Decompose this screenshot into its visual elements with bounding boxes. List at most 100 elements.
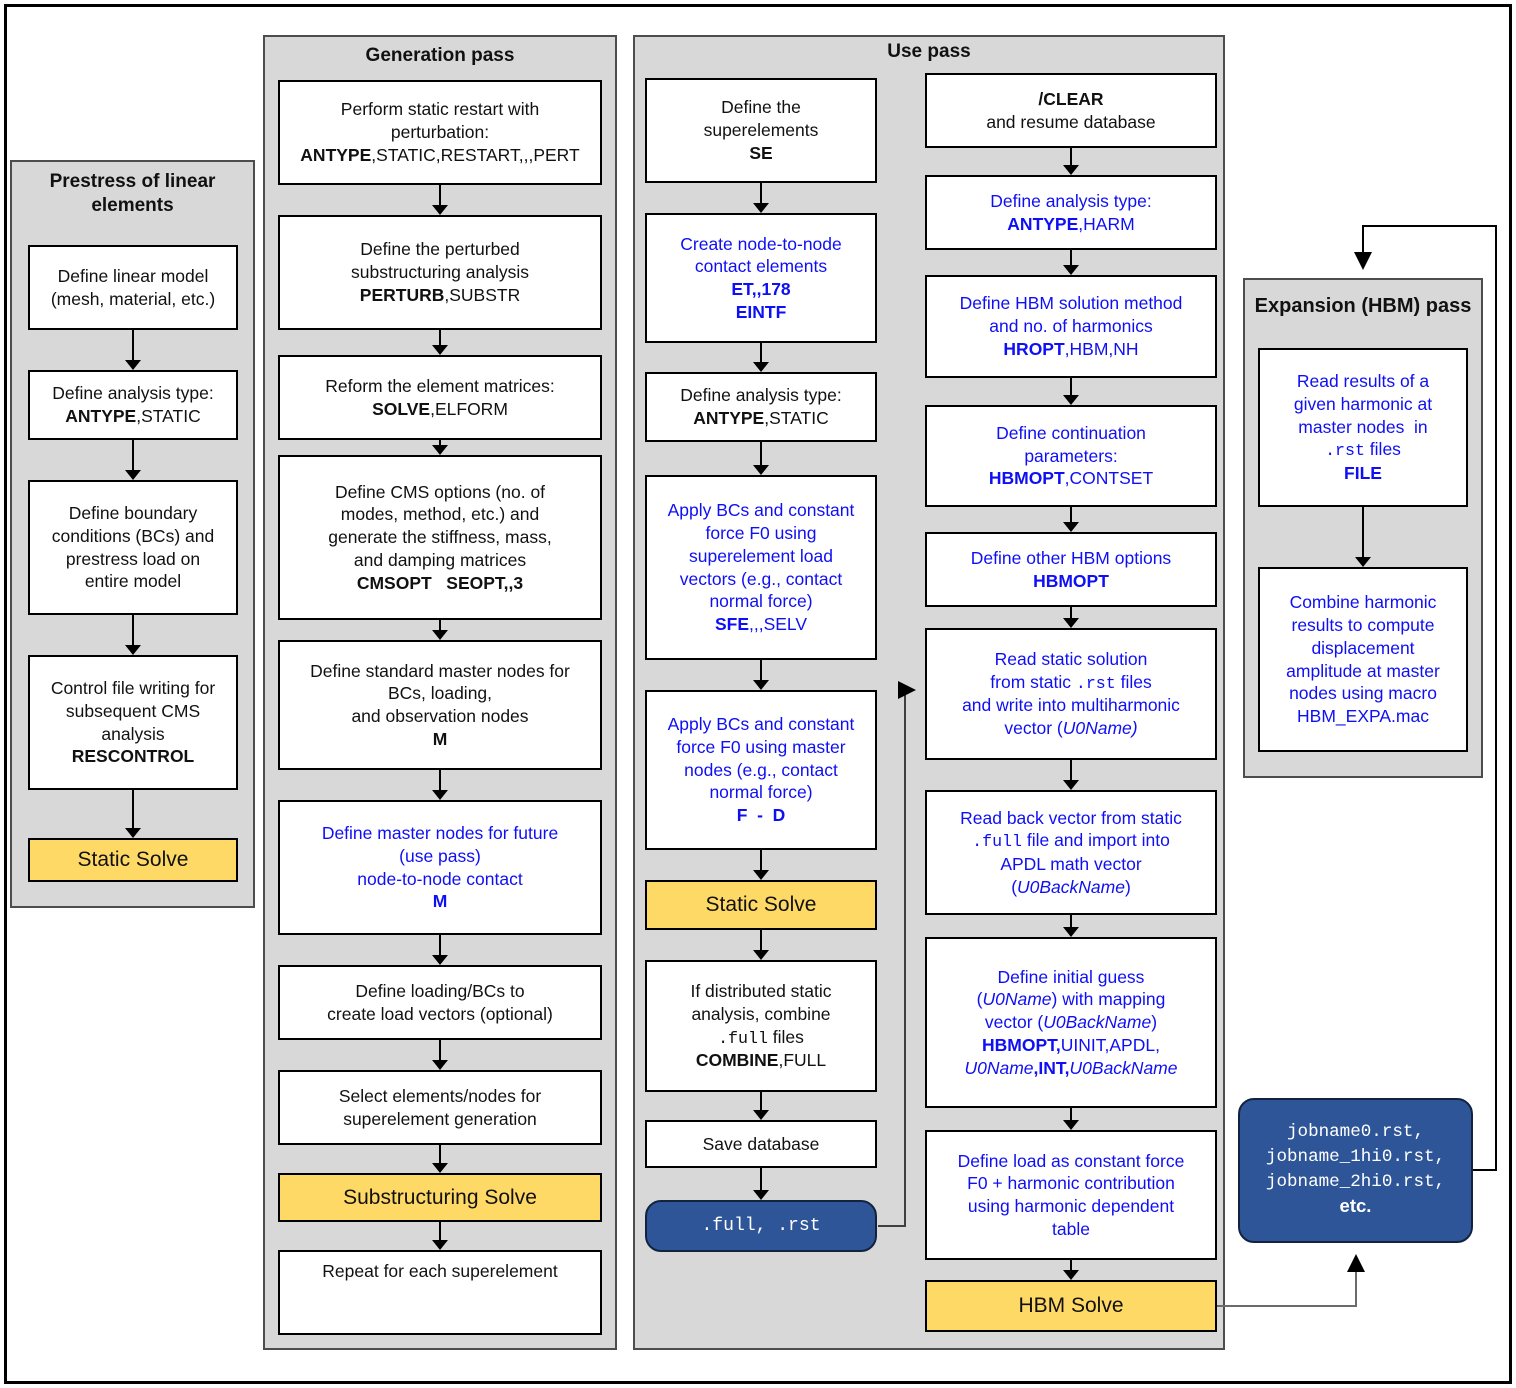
connector-jobname-to-expansion bbox=[1354, 225, 1497, 1171]
flow-arrow bbox=[751, 660, 771, 690]
step-text: Substructuring Solve bbox=[343, 1185, 537, 1209]
step-antype-harm: Define analysis type:ANTYPE,HARM bbox=[925, 175, 1217, 250]
flow-arrow bbox=[123, 440, 143, 480]
step-text: Define initial guess(U0Name) with mappin… bbox=[964, 966, 1178, 1078]
step-text: HBM Solve bbox=[1018, 1294, 1124, 1318]
flow-arrow bbox=[430, 185, 450, 215]
step-define-initial-guess: Define initial guess(U0Name) with mappin… bbox=[925, 937, 1217, 1108]
step-text: Static Solve bbox=[77, 848, 189, 872]
flow-arrow bbox=[430, 935, 450, 965]
step-save-database: Save database bbox=[645, 1120, 877, 1168]
panel-title-prestress: Prestress of linear elements bbox=[49, 171, 216, 216]
step-text: Read back vector from static.full file a… bbox=[960, 807, 1182, 897]
file-jobname-rst: jobname0.rst,jobname_1hi0.rst,jobname_2h… bbox=[1238, 1098, 1473, 1243]
flow-arrow bbox=[430, 330, 450, 355]
flow-arrow bbox=[430, 1222, 450, 1250]
panel-title-expansion: Expansion (HBM) pass bbox=[1254, 295, 1472, 317]
step-text: Save database bbox=[702, 1133, 820, 1154]
step-read-back-vector: Read back vector from static.full file a… bbox=[925, 790, 1217, 915]
flow-arrow bbox=[751, 1168, 771, 1200]
flow-arrow bbox=[751, 850, 771, 880]
solve-substructuring: Substructuring Solve bbox=[278, 1173, 602, 1222]
step-repeat-each-superelement: Repeat for each superelement bbox=[278, 1250, 602, 1335]
flow-arrow bbox=[1353, 507, 1373, 567]
flow-arrow bbox=[430, 1040, 450, 1070]
step-text: Reform the element matrices:SOLVE,ELFORM bbox=[325, 375, 555, 419]
step-text: Define analysis type:ANTYPE,STATIC bbox=[52, 383, 214, 426]
step-text: Define linear model(mesh, material, etc.… bbox=[50, 265, 216, 309]
flow-arrow bbox=[751, 930, 771, 960]
step-antype-static-prestress: Define analysis type:ANTYPE,STATIC bbox=[28, 370, 238, 440]
step-define-linear-model: Define linear model(mesh, material, etc.… bbox=[28, 245, 238, 330]
panel-title-use: Use pass bbox=[887, 41, 971, 62]
connector-fullrst-to-read-static bbox=[878, 681, 916, 1227]
panel-title-generation: Generation pass bbox=[365, 45, 515, 66]
step-text: Static Solve bbox=[705, 893, 817, 917]
solve-static-use: Static Solve bbox=[645, 880, 877, 930]
flow-arrow bbox=[1061, 507, 1081, 532]
flow-arrow bbox=[123, 790, 143, 838]
step-text: Define analysis type:ANTYPE,STATIC bbox=[680, 385, 842, 428]
step-text: Repeat for each superelement bbox=[322, 1261, 558, 1281]
flow-arrow bbox=[430, 620, 450, 640]
step-master-nodes-future-contact: Define master nodes for future(use pass)… bbox=[278, 800, 602, 935]
step-solve-elform: Reform the element matrices:SOLVE,ELFORM bbox=[278, 355, 602, 440]
flow-arrow bbox=[1061, 607, 1081, 628]
file-text: jobname0.rst,jobname_1hi0.rst,jobname_2h… bbox=[1265, 1121, 1446, 1217]
step-text: Define analysis type:ANTYPE,HARM bbox=[990, 190, 1152, 234]
file-text: .full, .rst bbox=[701, 1216, 821, 1237]
flow-arrow bbox=[1061, 915, 1081, 937]
flow-arrow bbox=[1061, 760, 1081, 790]
flow-arrow bbox=[430, 1145, 450, 1173]
flow-arrow bbox=[1061, 250, 1081, 275]
flow-arrow bbox=[751, 1092, 771, 1120]
connector-hbmsolve-to-jobname bbox=[1217, 1254, 1365, 1307]
flow-arrow bbox=[1061, 148, 1081, 175]
flow-arrow bbox=[1061, 378, 1081, 405]
flow-arrow bbox=[430, 440, 450, 455]
file-full-rst: .full, .rst bbox=[645, 1200, 877, 1252]
step-text: Define master nodes for future(use pass)… bbox=[321, 823, 559, 912]
flow-arrow bbox=[1061, 1260, 1081, 1280]
solve-static-prestress: Static Solve bbox=[28, 838, 238, 882]
